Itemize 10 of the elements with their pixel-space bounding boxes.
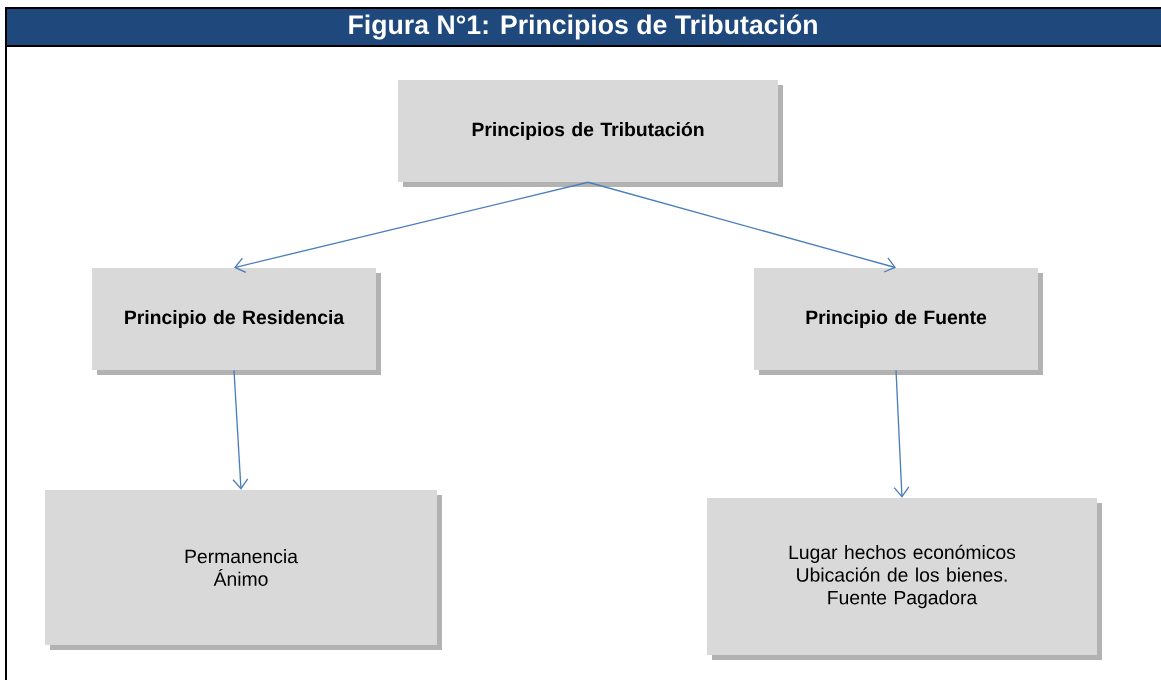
arrow [232,369,249,490]
arrow [893,369,910,498]
process-box: Principio de Fuente [754,268,1043,375]
arrow [234,181,589,274]
process-box: Lugar hechos económicos Ubicación de los bienes. Fuente Pagadora [707,498,1102,660]
process-box: Principios de Tributación [398,80,783,187]
title-band: Figura N°1: Principios de Tributación [5,9,1161,47]
process-box: Permanencia Ánimo [45,490,442,650]
process-box: Principio de Residencia [92,268,381,375]
arrow [587,181,896,273]
